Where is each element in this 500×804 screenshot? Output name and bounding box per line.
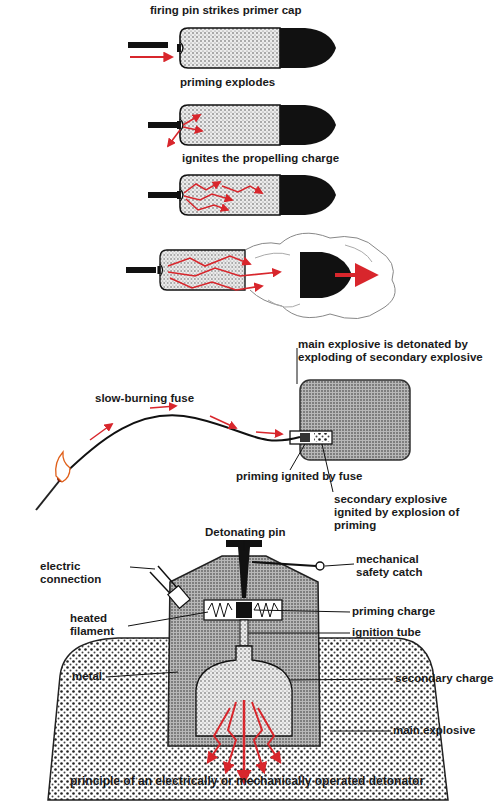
ignition-tube (240, 620, 248, 646)
burn-arrow (150, 406, 176, 408)
detonation-arrow (208, 708, 230, 762)
part-label: slow-burning fuse (95, 392, 245, 405)
electric-terminal (168, 586, 190, 609)
flame-arrow (186, 199, 228, 210)
leader-line (254, 610, 350, 612)
safety-catch (252, 562, 316, 566)
burn-arrow (90, 424, 112, 440)
detonation-arrow (258, 708, 280, 762)
flame-arrow (170, 278, 262, 290)
burn-arrow (210, 416, 236, 428)
part-label: electric connection (40, 560, 140, 586)
burn-arrow (256, 432, 282, 434)
part-label: heated filament (70, 612, 140, 638)
leader-line (248, 633, 350, 634)
figure-caption: principle of an electrically or mechanic… (70, 774, 490, 788)
cartridge-case (177, 28, 280, 68)
cartridge-case (177, 105, 280, 145)
part-label: ignites the propelling charge (182, 152, 402, 165)
flame-arrow (184, 182, 220, 193)
bullet (280, 28, 336, 68)
priming-charge (236, 602, 252, 618)
secondary-explosive (314, 433, 330, 442)
blast-arrow (183, 115, 200, 125)
heated-filament (208, 603, 232, 617)
motion-arrow (130, 56, 172, 58)
blast-arrow (168, 130, 180, 146)
part-label: ignition tube (352, 626, 482, 639)
detonation-arrow (243, 700, 246, 782)
flame-arrow (222, 186, 262, 193)
part-label: main explosive (393, 724, 498, 737)
blast-arrow (183, 127, 202, 131)
part-label: secondary charge (395, 672, 500, 685)
match-stick (36, 480, 60, 510)
leader-line (330, 731, 391, 732)
part-label: metal (72, 670, 132, 683)
leader-line (322, 444, 333, 492)
leader-line (106, 672, 178, 677)
bullet (280, 175, 336, 215)
leader-line (297, 348, 298, 384)
part-label: firing pin strikes primer cap (150, 4, 360, 17)
smoke-cloud (245, 233, 395, 318)
leader-line (128, 612, 208, 626)
match-flame (56, 452, 70, 482)
motion-arrow (335, 273, 374, 277)
safety-catch (316, 562, 324, 570)
firing-pin (148, 122, 178, 128)
main-charge-block (300, 380, 410, 460)
leader-line (290, 444, 305, 470)
firing-pin (148, 192, 178, 198)
cartridge-case (177, 175, 280, 215)
flame-arrow (184, 194, 232, 200)
part-label: secondary explosive ignited by explosion… (334, 493, 469, 532)
part-label: priming ignited by fuse (236, 470, 416, 483)
part-label: priming charge (352, 605, 482, 618)
leader-line (290, 679, 393, 680)
priming (300, 433, 310, 442)
flame-arrow (168, 256, 250, 266)
leader-line (130, 567, 155, 569)
firing-pin (128, 42, 168, 48)
part-label: mechanical safety catch (356, 553, 451, 579)
leader-line (325, 564, 354, 566)
flame-arrow (168, 268, 280, 276)
part-label: Detonating pin (205, 526, 335, 539)
detonation-arrow (252, 702, 264, 772)
part-label: main explosive is detonated by exploding… (298, 338, 498, 364)
bullet (280, 105, 336, 145)
slow-burning-fuse (62, 415, 300, 476)
part-label: priming explodes (180, 76, 330, 89)
firing-pin (126, 267, 156, 273)
leader-line (244, 540, 245, 551)
detonating-pin (226, 540, 262, 598)
